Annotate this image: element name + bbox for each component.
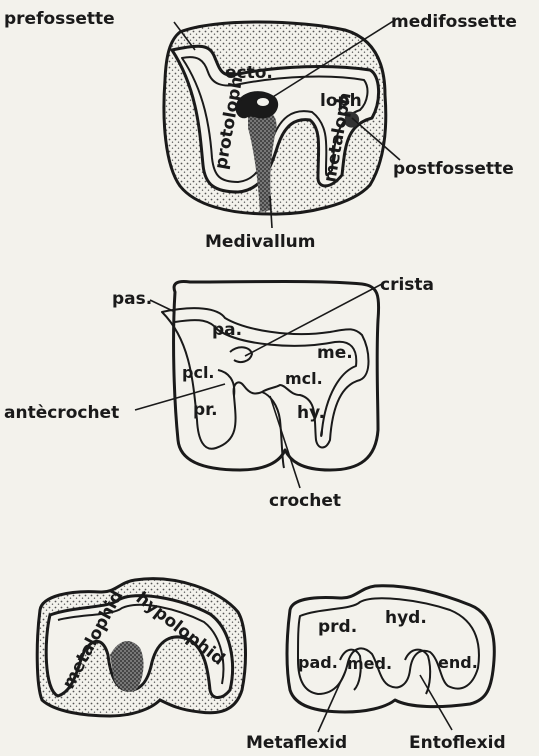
label-crochet: crochet [269, 491, 341, 511]
label-hy: hy. [297, 403, 325, 423]
label-pa: pa. [212, 320, 242, 340]
upper-molar-schematic-diagram: pas. crista pa. me. pcl. mcl. antècroche… [4, 275, 434, 511]
leader-crochet [270, 396, 300, 488]
label-end: end. [438, 653, 478, 672]
leader-entoflexid [420, 675, 452, 730]
label-pr: pr. [193, 400, 218, 420]
label-hyd: hyd. [385, 608, 427, 628]
label-crista: crista [380, 275, 434, 295]
label-mcl: mcl. [285, 369, 323, 388]
label-postfossette: postfossette [393, 159, 514, 179]
label-prd: prd. [318, 617, 357, 637]
upper-molar-worn-diagram: prefossette medifossette ecto. loph prot… [4, 9, 517, 252]
label-med: med. [347, 654, 392, 673]
leader-pas [150, 300, 175, 312]
label-antecrochet: antècrochet [4, 403, 119, 423]
lower-molar-worn-diagram: metalophid hypolophid [37, 579, 245, 716]
label-entoflexid: Entoflexid [409, 733, 506, 753]
label-prefossette: prefossette [4, 9, 115, 29]
label-pcl: pcl. [182, 363, 215, 382]
middle-antecrochet-fold [218, 370, 234, 396]
label-metaflexid: Metaflexid [246, 733, 347, 753]
label-me: me. [317, 343, 353, 363]
label-medifossette: medifossette [391, 12, 517, 32]
lower-molar-schematic-diagram: prd. hyd. pad. med. end. Metaflexid Ento… [246, 586, 506, 753]
label-medivallum: Medivallum [205, 232, 315, 252]
label-pas: pas. [112, 289, 152, 309]
label-pad: pad. [298, 653, 338, 672]
leader-metaflexid [318, 672, 345, 732]
medifossette-small-pit [257, 98, 269, 106]
